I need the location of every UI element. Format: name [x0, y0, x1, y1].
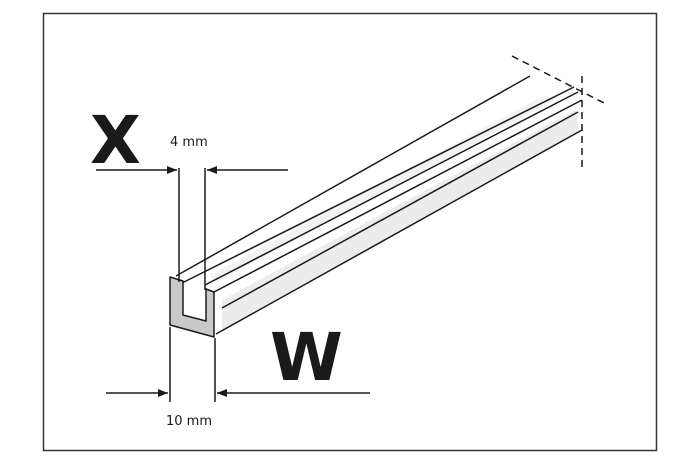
- w-dimension: [106, 327, 370, 402]
- break-lines: [511, 55, 607, 172]
- profile-edges: [175, 75, 583, 335]
- w-dimension-label: 10 mm: [166, 414, 212, 429]
- profile-shading-top: [210, 95, 555, 283]
- profile-shading: [222, 110, 580, 330]
- x-dimension-label: 4 mm: [170, 135, 208, 150]
- x-dimension: [96, 166, 288, 290]
- u-profile-cross-section: [169, 276, 215, 338]
- w-label: W: [270, 319, 343, 396]
- x-label: X: [90, 102, 141, 179]
